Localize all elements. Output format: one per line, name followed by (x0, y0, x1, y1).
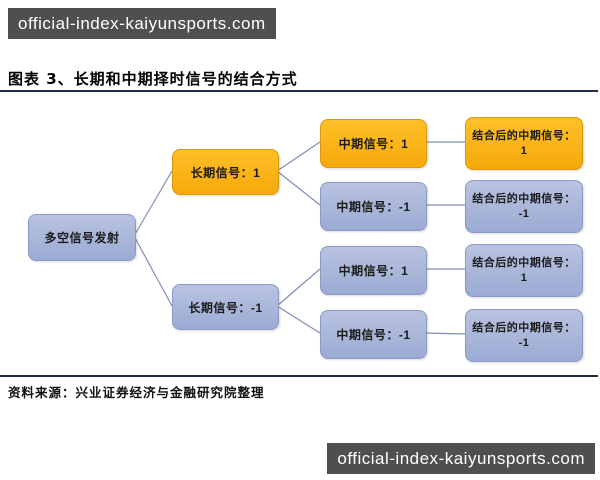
node-value: -1 (518, 207, 530, 220)
source-divider (0, 375, 598, 377)
source-note: 资料来源：兴业证券经济与金融研究院整理 (8, 386, 265, 400)
node-root-label: 多空信号发射 (44, 231, 120, 245)
node-label: 中期信号：-1 (336, 328, 411, 342)
node-combined-4: 结合后的中期信号： -1 (465, 309, 583, 362)
watermark-text-top: official-index-kaiyunsports.com (18, 14, 266, 33)
node-combined-3: 结合后的中期信号： 1 (465, 244, 583, 297)
node-mid-term-4: 中期信号：-1 (320, 310, 427, 359)
node-value: 1 (520, 271, 528, 284)
node-label: 中期信号：-1 (336, 200, 411, 214)
title-underline (0, 90, 598, 92)
figure-title: 图表 3、长期和中期择时信号的结合方式 (8, 70, 298, 88)
node-label: 中期信号：1 (338, 137, 409, 151)
watermark-banner-top: official-index-kaiyunsports.com (8, 8, 276, 39)
node-mid-term-2: 中期信号：-1 (320, 182, 427, 231)
node-label: 长期信号：1 (190, 165, 261, 180)
node-long-term-negative: 长期信号：-1 (172, 284, 279, 330)
node-combined-1: 结合后的中期信号： 1 (465, 117, 583, 170)
node-value: 1 (520, 144, 528, 157)
watermark-text-bottom: official-index-kaiyunsports.com (337, 449, 585, 468)
node-label: 结合后的中期信号： (472, 322, 576, 335)
watermark-banner-bottom: official-index-kaiyunsports.com (327, 443, 595, 474)
node-mid-term-3: 中期信号：1 (320, 246, 427, 295)
node-label: 结合后的中期信号： (472, 257, 576, 270)
node-value: -1 (518, 336, 530, 349)
node-mid-term-1: 中期信号：1 (320, 119, 427, 168)
node-root-signal: 多空信号发射 (28, 214, 136, 261)
node-combined-2: 结合后的中期信号： -1 (465, 180, 583, 233)
node-label: 结合后的中期信号： (472, 130, 576, 143)
node-label: 长期信号：-1 (188, 300, 263, 315)
node-long-term-positive: 长期信号：1 (172, 149, 279, 195)
node-label: 中期信号：1 (338, 264, 409, 278)
node-label: 结合后的中期信号： (472, 193, 576, 206)
